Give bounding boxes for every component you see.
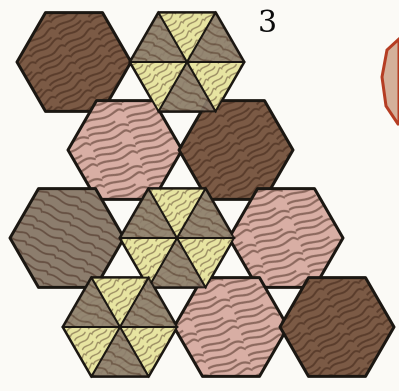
hex-yellow-center-center-point bbox=[175, 236, 179, 240]
hex-yellow-bottom-left-center-point bbox=[118, 325, 122, 329]
hex-light-middle-left bbox=[68, 101, 182, 200]
figure-number: 3 bbox=[258, 8, 277, 38]
hex-dark-bottom-right bbox=[280, 278, 394, 377]
hex-yellow-top-center-center-point bbox=[185, 60, 189, 64]
partial-octagon-shape bbox=[382, 39, 399, 124]
hex-gray-left bbox=[10, 189, 124, 288]
hex-light-right bbox=[229, 189, 343, 288]
hex-dark-top-left bbox=[17, 13, 131, 112]
hex-light-bottom-center bbox=[174, 278, 288, 377]
hex-dark-middle-right bbox=[179, 101, 293, 200]
partial-octagon-tile bbox=[382, 39, 399, 124]
